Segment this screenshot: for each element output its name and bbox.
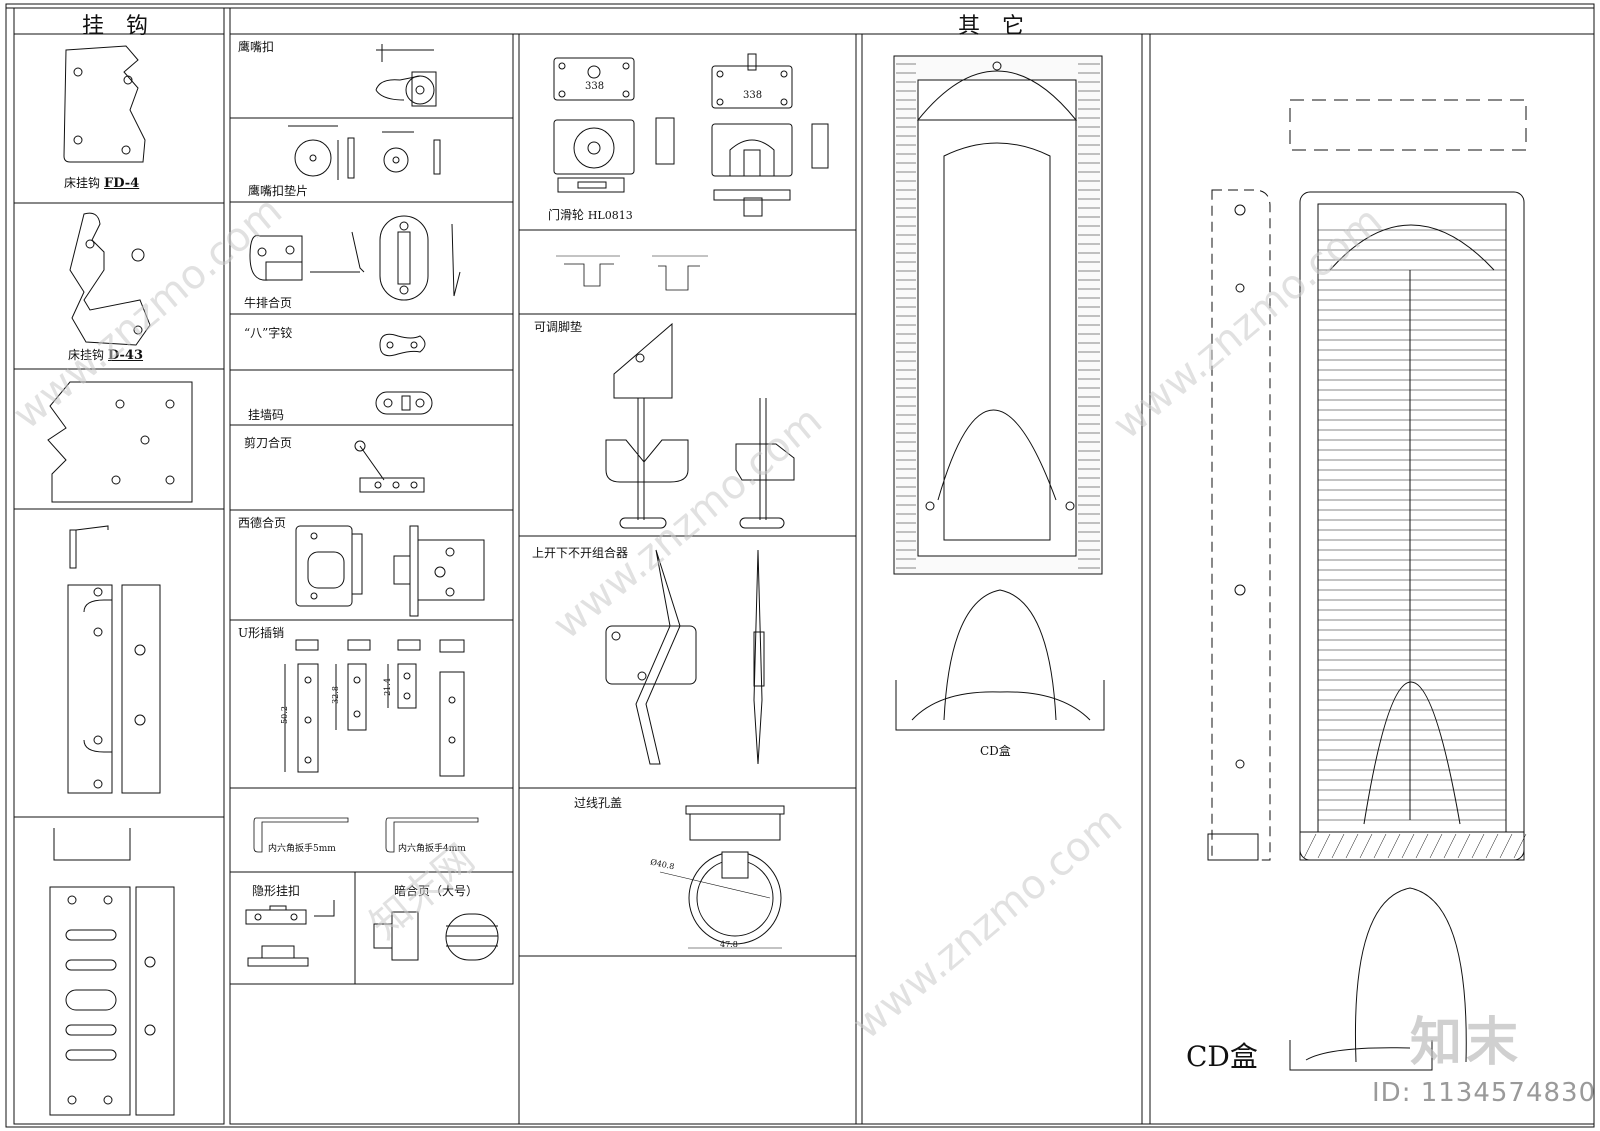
hatch-line bbox=[1485, 833, 1499, 859]
hatch-line bbox=[1499, 833, 1513, 859]
xide-hinge-drawing bbox=[295, 525, 485, 617]
hatch-line bbox=[1471, 833, 1485, 859]
header-hooks: 挂钩 bbox=[82, 14, 171, 39]
grommet-dim-b: 47.8 bbox=[720, 940, 738, 949]
door-roller-drawing bbox=[553, 53, 829, 217]
eagle-clasp-pad-drawing bbox=[288, 125, 441, 180]
hatch-line bbox=[1331, 833, 1345, 859]
concealed-hinge-drawing bbox=[373, 911, 499, 961]
cd-box-large-drawing bbox=[1207, 99, 1527, 1071]
hidden-hook-drawing bbox=[245, 900, 335, 967]
watermark-logo: 知末 bbox=[1410, 1013, 1523, 1073]
eagle-clasp-label: 鹰嘴扣 bbox=[238, 40, 275, 54]
hook-slotted-plate-drawing bbox=[49, 828, 175, 1116]
hatch-line bbox=[1429, 833, 1443, 859]
hatch-line bbox=[1387, 833, 1401, 859]
scissor-hinge-drawing bbox=[354, 440, 425, 493]
hatch-line bbox=[1415, 833, 1429, 859]
u-pin-drawing bbox=[284, 639, 465, 777]
leveling-foot-label: 可调脚垫 bbox=[534, 320, 583, 334]
steak-hinge-label: 牛排合页 bbox=[244, 296, 293, 310]
scissor-hinge-label: 剪刀合页 bbox=[244, 436, 293, 450]
hatch-line bbox=[1513, 833, 1527, 859]
cd-box-label-small: CD盒 bbox=[980, 744, 1011, 758]
header-other: 其它 bbox=[958, 14, 1047, 39]
hatch-line bbox=[1443, 833, 1457, 859]
hatch-line bbox=[1401, 833, 1415, 859]
hex-key-drawing bbox=[253, 817, 479, 853]
eight-hinge-label: “八”字铰 bbox=[244, 326, 293, 340]
cd-box-label-large: CD盒 bbox=[1186, 1040, 1258, 1073]
door-roller-code: HL0813 bbox=[587, 209, 633, 222]
grommet-label: 过线孔盖 bbox=[574, 796, 623, 810]
drawing-frame bbox=[5, 3, 1595, 1128]
hatch-line bbox=[1345, 833, 1359, 859]
hook-plate-drawing bbox=[47, 381, 193, 503]
profile-dimensions-drawing bbox=[556, 255, 708, 291]
roller-number-2: 338 bbox=[743, 90, 763, 101]
cd-box-side-drawing bbox=[895, 589, 1105, 731]
roller-number-1: 338 bbox=[585, 81, 605, 92]
u-dim-3: 21.4 bbox=[382, 678, 392, 696]
hatch-line bbox=[1359, 833, 1373, 859]
u-dim-2: 32.8 bbox=[330, 686, 340, 704]
door-roller-label: 门滑轮 HL0813 bbox=[548, 208, 633, 223]
eight-hinge-drawing bbox=[379, 333, 426, 357]
hook-fd4-name: 床挂钩 bbox=[64, 176, 101, 190]
hook-bracket-drawing bbox=[67, 525, 161, 794]
hex-key-4-label: 内六角扳手4mm bbox=[398, 844, 466, 854]
hatch-line bbox=[1457, 833, 1471, 859]
hatch-line bbox=[1317, 833, 1331, 859]
hook-d43-code: D-43 bbox=[108, 348, 144, 363]
u-dim-1: 50.2 bbox=[279, 706, 289, 724]
hook-fd4-code: FD-4 bbox=[104, 176, 140, 191]
hatch-line bbox=[1373, 833, 1387, 859]
flap-stay-label: 上开下不开组合器 bbox=[532, 546, 629, 560]
wall-hanger-drawing bbox=[375, 391, 433, 415]
flap-stay-drawing bbox=[605, 549, 765, 765]
concealed-hinge-label: 暗合页（大号） bbox=[394, 884, 479, 898]
eagle-clasp-drawing bbox=[375, 44, 437, 107]
grommet-drawing bbox=[659, 805, 785, 949]
door-roller-name: 门滑轮 bbox=[548, 208, 585, 222]
hook-fd4-drawing bbox=[63, 45, 146, 163]
cd-box-front-drawing bbox=[893, 55, 1103, 575]
xide-hinge-label: 西德合页 bbox=[238, 516, 287, 530]
wall-hanger-label: 挂墙码 bbox=[248, 408, 285, 422]
drawer-slats bbox=[896, 63, 1527, 859]
hook-d43-drawing bbox=[69, 212, 151, 346]
hatch-line bbox=[1303, 833, 1317, 859]
hidden-hook-label: 隐形挂扣 bbox=[252, 884, 301, 898]
hook-d43-name: 床挂钩 bbox=[68, 348, 105, 362]
hex-key-5-label: 内六角扳手5mm bbox=[268, 844, 336, 854]
u-pin-label: U形插销 bbox=[238, 626, 285, 640]
steak-hinge-drawing bbox=[249, 215, 461, 301]
eagle-clasp-pad-label: 鹰嘴扣垫片 bbox=[248, 184, 309, 198]
leveling-foot-drawing bbox=[605, 322, 795, 529]
watermark-id: ID: 1134574830 bbox=[1372, 1078, 1597, 1108]
